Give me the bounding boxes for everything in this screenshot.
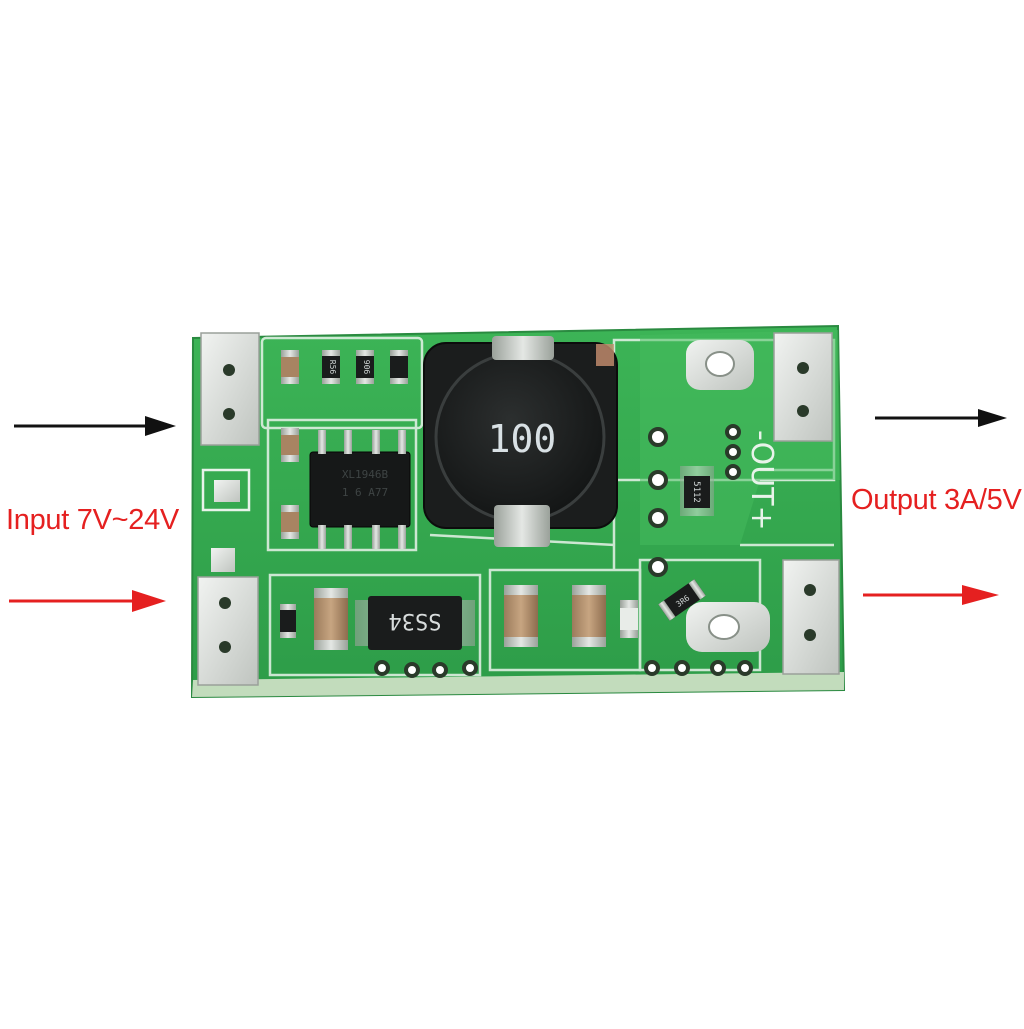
inductor-marking: 100	[488, 417, 557, 461]
resistor-marking-5112: 5112	[691, 481, 701, 503]
input-pad-bottom	[197, 576, 259, 686]
resistor-marking-r56: R56	[328, 360, 337, 375]
input-arrow-red	[9, 590, 166, 612]
output-pad-top	[773, 332, 833, 442]
resistor-3r6: 3R6	[658, 579, 706, 621]
resistor: 906	[356, 350, 374, 384]
resistor: R56	[322, 350, 340, 384]
small-capacitor	[281, 428, 299, 462]
inductor: 100	[423, 336, 618, 547]
output-pad-bottom	[782, 559, 840, 675]
output-arrow-red	[863, 585, 999, 605]
output-arrow-black	[875, 409, 1007, 427]
pad-outline	[201, 468, 251, 512]
svg-text:1 6 A77: 1 6 A77	[342, 486, 388, 499]
input-arrow-black	[14, 416, 176, 436]
resistor	[280, 604, 296, 638]
vias	[374, 424, 753, 678]
resistor	[390, 350, 408, 384]
output-silkscreen: -OUT+	[744, 430, 779, 531]
ic-chip: XL1946B 1 6 A77	[309, 430, 411, 549]
led	[620, 600, 638, 638]
small-pad	[214, 480, 240, 502]
mounting-hole-top	[686, 340, 754, 390]
small-capacitor	[281, 350, 299, 384]
output-spec-label: Output 3A/5V	[851, 484, 1022, 516]
svg-text:XL1946B: XL1946B	[342, 468, 389, 481]
small-pad	[211, 548, 235, 572]
capacitor	[572, 585, 606, 647]
resistor-5112: 5112	[680, 466, 714, 516]
diode-marking: SS34	[389, 608, 442, 633]
input-pad-top	[200, 332, 260, 446]
capacitor	[314, 588, 348, 650]
mounting-hole-bottom	[686, 602, 770, 652]
capacitor	[504, 585, 538, 647]
input-voltage-label: Input 7V~24V	[6, 504, 179, 536]
small-capacitor	[281, 505, 299, 539]
resistor-marking-906: 906	[362, 360, 371, 375]
diode: SS34	[355, 596, 475, 650]
